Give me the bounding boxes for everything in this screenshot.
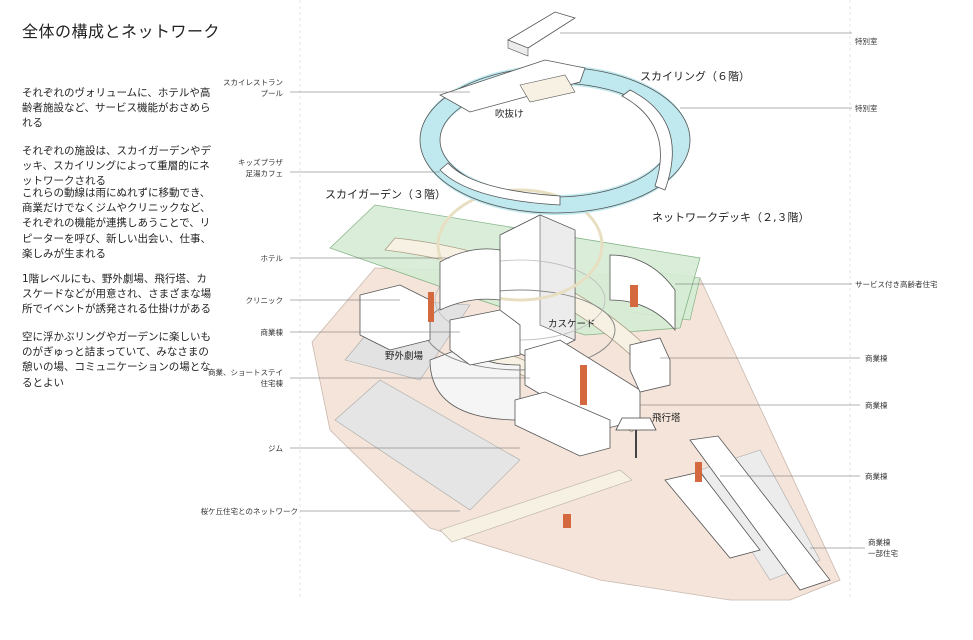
leader-lines (290, 32, 865, 549)
label-special-room: 特別室 (855, 37, 878, 46)
label-cascade: カスケード (548, 319, 596, 330)
elderly-housing (609, 254, 676, 332)
label-clinic: クリニック (245, 296, 284, 305)
label-pool: プール (260, 89, 284, 98)
label-gym: ジム (268, 444, 283, 453)
label-flying-tower: 飛行塔 (652, 413, 681, 424)
label-partial-housing: 一部住宅 (868, 549, 898, 558)
label-hotel: ホテル (260, 254, 284, 263)
gym-building (514, 391, 611, 457)
label-commercial: 商業棟 (865, 354, 888, 363)
sakuragaoka-network-path (439, 469, 633, 543)
description-paragraph: これらの動線は雨にぬれずに移動でき、商業だけでなくジムやクリニックなど、それぞれ… (22, 187, 211, 260)
hotel-building (439, 248, 501, 311)
label-special-room: 特別室 (855, 104, 878, 113)
label-sky-garden: スカイガーデン（３階） (325, 188, 446, 201)
label-commercial: 商業棟 (865, 401, 888, 410)
label-sky-restaurant: スカイレストラン (223, 78, 283, 87)
label-commercial-short-stay: 商業、ショートステイ (208, 368, 283, 377)
label-footbath-cafe: 足湯カフェ (245, 169, 284, 178)
commercial-building-east (629, 337, 671, 393)
label-commercial: 商業棟 (865, 472, 888, 481)
south-wedge-building (664, 435, 831, 591)
description-paragraph: 1階レベルにも、野外劇場、飛行塔、カスケードなどが用意され、さまざまな場所でイベ… (22, 273, 212, 316)
description-paragraph: それぞれの施設は、スカイガーデンやデッキ、スカイリングによって重層的にネットワー… (22, 145, 211, 188)
label-sakuragaoka-network: 桜ケ丘住宅とのネットワーク (200, 507, 298, 516)
special-room (507, 11, 576, 57)
label-sky-ring: スカイリング（６階） (640, 70, 750, 83)
sky-ring (419, 59, 691, 215)
page-title: 全体の構成とネットワーク (22, 22, 221, 41)
commercial-building (449, 309, 521, 366)
label-commercial: 商業棟 (868, 538, 891, 547)
label-elderly-housing: サービス付き高齢者住宅 (855, 280, 938, 289)
network-deck-ring (436, 188, 604, 302)
label-commercial: 商業棟 (260, 328, 284, 337)
label-atrium: 吹抜け (495, 109, 524, 120)
label-outdoor-theater: 野外劇場 (385, 351, 424, 362)
description-paragraph: それぞれのヴォリュームに、ホテルや高齢者施設など、サービス機能がおさめられる (22, 87, 211, 130)
label-housing: 住宅棟 (260, 379, 284, 388)
label-kids-plaza: キッズプラザ (238, 158, 283, 167)
description-paragraph: 空に浮かぶリングやガーデンに楽しいものがぎゅっと詰まっていて、みなさまの憩いの場… (22, 331, 211, 389)
label-network-deck: ネットワークデッキ（２,３階） (652, 211, 810, 224)
clinic-building (359, 284, 431, 351)
red-columns (428, 285, 702, 528)
flying-tower (615, 417, 657, 458)
